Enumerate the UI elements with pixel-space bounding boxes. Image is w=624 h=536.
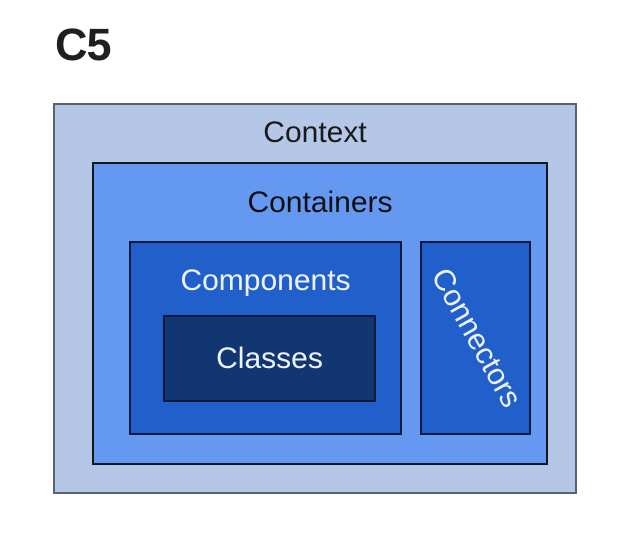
context-box: Context Containers Components Classes Co… (53, 103, 577, 494)
components-label: Components (180, 264, 351, 297)
components-box: Components Classes (129, 241, 402, 435)
containers-label: Containers (247, 186, 393, 219)
containers-box: Containers Components Classes Connectors (92, 162, 548, 465)
diagram-title: C5 (55, 19, 112, 70)
classes-label: Classes (216, 341, 323, 375)
context-label: Context (263, 116, 367, 149)
connectors-label: Connectors (424, 262, 528, 413)
classes-box: Classes (163, 315, 376, 402)
connectors-box: Connectors (420, 241, 531, 435)
